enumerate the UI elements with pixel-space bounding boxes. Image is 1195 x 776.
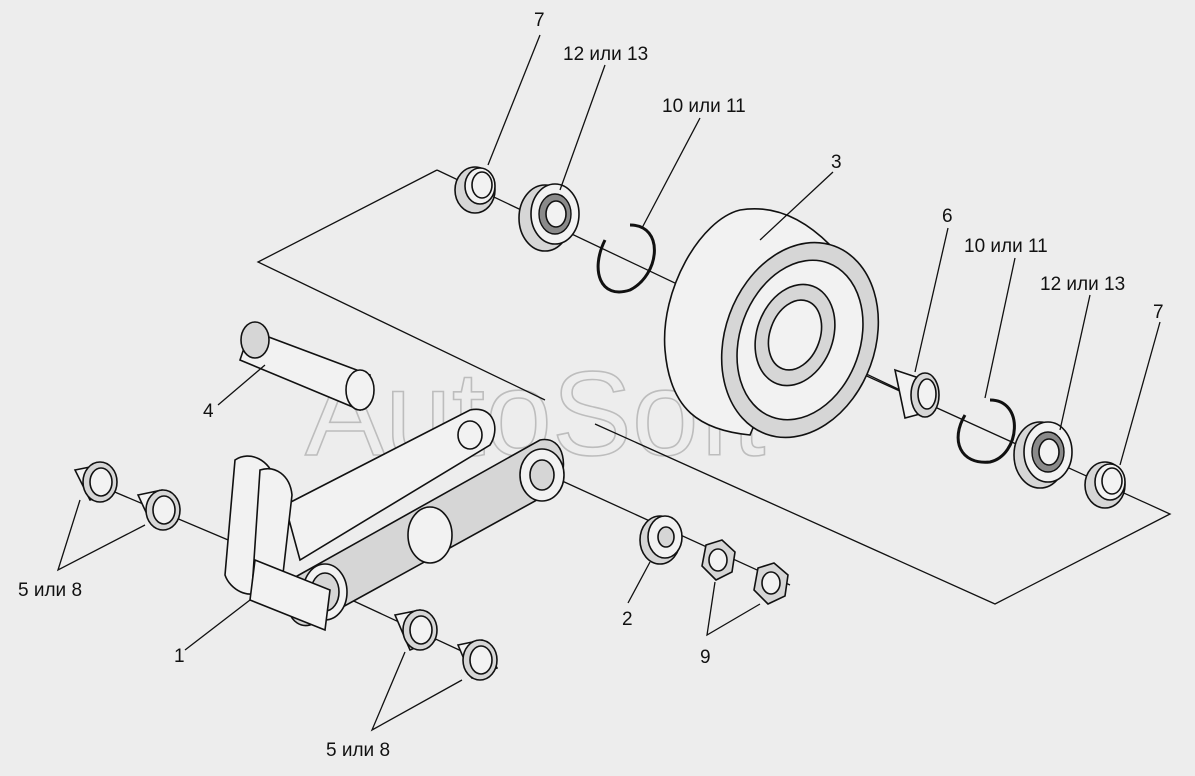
- ring-7-top-icon: [454, 166, 496, 214]
- leader-4: [217, 364, 266, 406]
- leader-7-top: [487, 34, 541, 166]
- nut-b-icon: [753, 562, 789, 605]
- callout-4: 4: [203, 401, 214, 422]
- leader-5-8-bottom: [370, 651, 463, 732]
- bushing-5-8-bottom-b-icon: [456, 639, 499, 681]
- callout-7-top: 7: [534, 10, 545, 31]
- leader-10-11-top: [641, 117, 701, 229]
- leader-3: [759, 171, 834, 241]
- bushing-5-8-left-b-icon: [136, 489, 181, 531]
- leader-1: [184, 599, 251, 651]
- lever-arm-icon: [224, 408, 565, 632]
- bushing-5-8-bottom-a-icon: [393, 609, 438, 652]
- callout-1: 1: [174, 646, 185, 667]
- bushing-6-icon: [893, 368, 940, 419]
- ring-7-right-icon: [1084, 461, 1126, 509]
- assembly-axis-upper: [256, 169, 546, 401]
- leader-10-11-right: [984, 257, 1016, 399]
- nut-a-icon: [701, 539, 736, 581]
- leader-6: [914, 227, 949, 373]
- bushing-5-8-left-a-icon: [73, 461, 118, 503]
- callout-10-11-top: 10 или 11: [662, 96, 746, 117]
- leader-12-13-right: [1059, 294, 1091, 431]
- callout-6: 6: [942, 206, 953, 227]
- callout-12-13-top: 12 или 13: [563, 44, 648, 65]
- leader-2: [627, 561, 651, 604]
- axle-pin-icon: [239, 321, 375, 412]
- callout-3: 3: [831, 152, 842, 173]
- leader-5-8-left: [56, 499, 146, 572]
- callout-12-13-right: 12 или 13: [1040, 274, 1125, 295]
- leader-7-right: [1119, 321, 1161, 466]
- washer-icon: [639, 515, 683, 565]
- leader-12-13-top: [559, 64, 606, 191]
- callout-9: 9: [700, 647, 711, 668]
- leader-9: [706, 581, 761, 637]
- assembly-axis-lower: [594, 331, 1172, 605]
- retaining-ring-right-icon: [956, 398, 1016, 464]
- callout-10-11-right: 10 или 11: [964, 236, 1048, 257]
- bearing-top-icon: [518, 183, 580, 252]
- callout-7-right: 7: [1153, 302, 1164, 323]
- callout-2: 2: [622, 609, 633, 630]
- callout-5-8-left: 5 или 8: [18, 580, 82, 601]
- callout-5-8-bottom: 5 или 8: [326, 740, 390, 761]
- roller-wheel-icon: [663, 207, 880, 439]
- bearing-right-icon: [1013, 421, 1073, 489]
- retaining-ring-top-icon: [596, 223, 656, 294]
